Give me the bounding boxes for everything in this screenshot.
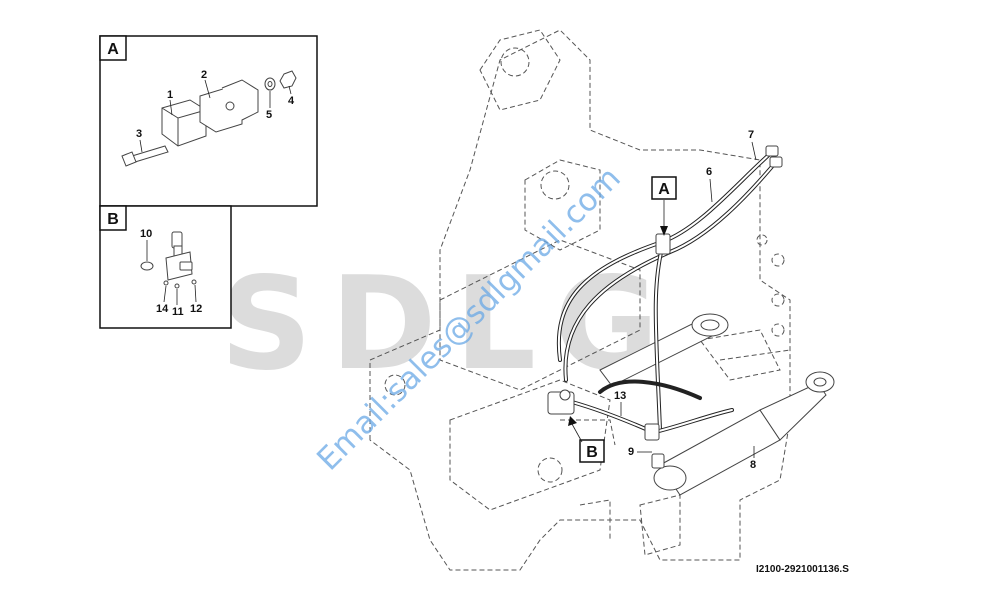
svg-text:11: 11	[172, 306, 184, 318]
lower-cylinder	[653, 371, 835, 496]
clamp-part-2	[199, 79, 259, 133]
svg-text:A: A	[658, 181, 670, 198]
detail-box-a: A 1 2 3 4 5	[99, 35, 318, 207]
detail-box-b: B 10 14 11 12	[99, 205, 232, 329]
svg-text:3: 3	[136, 128, 142, 140]
svg-text:2: 2	[201, 69, 207, 81]
svg-text:12: 12	[190, 303, 202, 315]
drawing-code: I2100-2921001136.S	[756, 564, 849, 575]
callout-7: 7	[748, 129, 757, 161]
callout-6: 6	[706, 166, 713, 203]
svg-text:B: B	[586, 444, 598, 461]
svg-text:B: B	[107, 211, 119, 228]
svg-text:5: 5	[266, 109, 272, 121]
clamp-block-part-1	[161, 99, 207, 147]
callout-13: 13	[614, 390, 626, 416]
fittings	[547, 145, 783, 469]
bolt-part-3	[121, 145, 169, 167]
svg-text:4: 4	[288, 95, 295, 107]
view-marker-a: A	[651, 176, 677, 236]
svg-text:13: 13	[614, 390, 626, 402]
svg-text:A: A	[107, 41, 119, 58]
svg-text:8: 8	[750, 459, 756, 471]
svg-text:1: 1	[167, 89, 173, 101]
svg-text:10: 10	[140, 228, 152, 240]
svg-text:14: 14	[156, 303, 169, 315]
callout-8: 8	[750, 446, 756, 471]
svg-text:7: 7	[748, 129, 754, 141]
loader-frame	[369, 29, 791, 571]
small-bolts	[163, 279, 197, 289]
callout-9: 9	[628, 446, 652, 458]
nut-part-4	[279, 70, 297, 89]
svg-text:6: 6	[706, 166, 712, 178]
tee-fitting	[165, 231, 193, 281]
svg-text:9: 9	[628, 446, 634, 458]
o-ring-part-10	[140, 261, 154, 271]
washer-part-5	[264, 77, 276, 91]
view-marker-b: B	[568, 416, 605, 463]
